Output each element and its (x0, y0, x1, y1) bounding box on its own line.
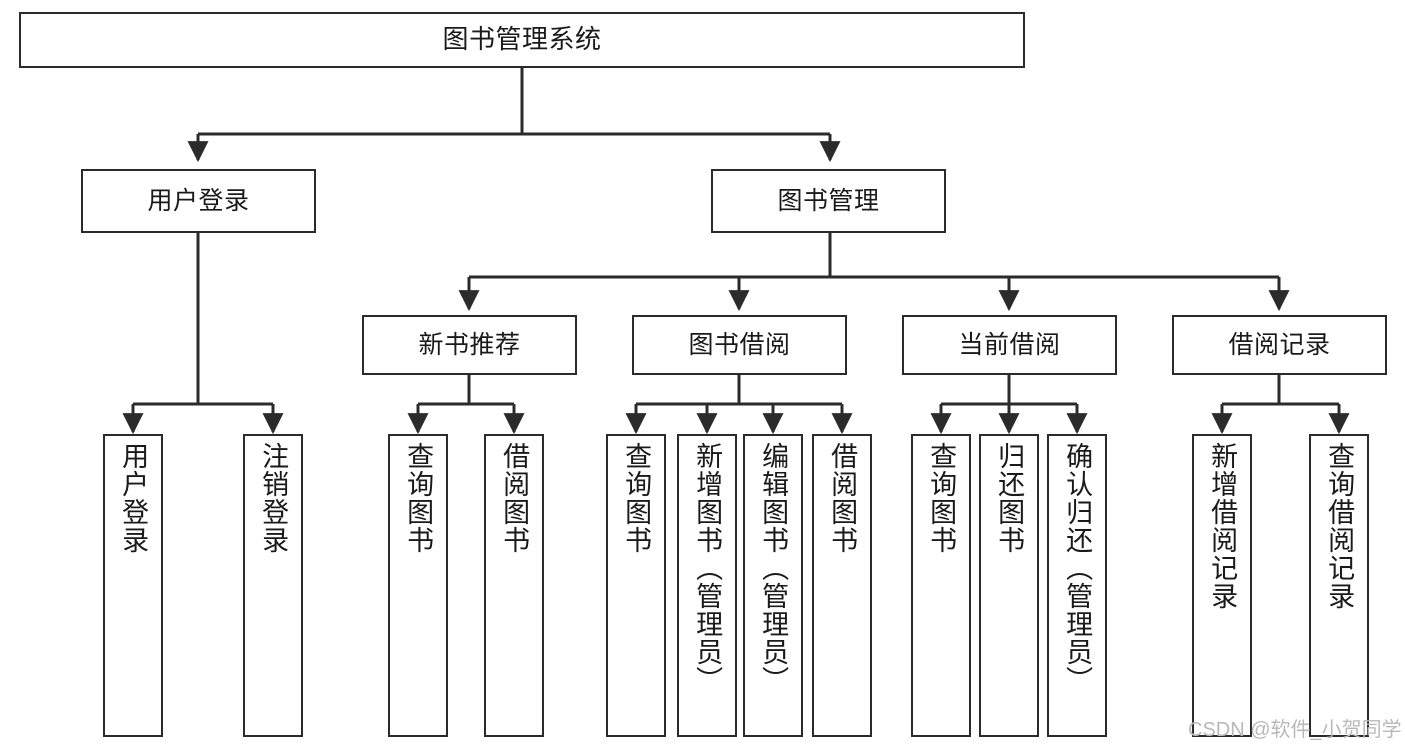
node-new-book-recommend[interactable]: 新书推荐 (362, 315, 577, 375)
node-label: 查询图书 (926, 442, 957, 554)
node-label: 新增借阅记录 (1207, 442, 1238, 610)
node-label: 确认归还（管理员） (1062, 442, 1093, 694)
leaf-borrow-record-query[interactable]: 查询借阅记录 (1309, 434, 1369, 737)
node-label: 用户登录 (118, 442, 149, 554)
leaf-book-borrow-query[interactable]: 查询图书 (606, 434, 666, 737)
leaf-new-book-query[interactable]: 查询图书 (388, 434, 448, 737)
node-label: 图书管理系统 (442, 24, 602, 55)
node-root-system[interactable]: 图书管理系统 (19, 12, 1025, 68)
node-label: 新增图书（管理员） (692, 442, 723, 694)
leaf-book-borrow-edit[interactable]: 编辑图书（管理员） (743, 434, 803, 737)
leaf-borrow-record-add[interactable]: 新增借阅记录 (1192, 434, 1252, 737)
leaf-user-login-signout[interactable]: 注销登录 (243, 434, 303, 737)
node-label: 编辑图书（管理员） (758, 442, 789, 694)
node-label: 图书管理 (777, 187, 880, 215)
node-borrow-record[interactable]: 借阅记录 (1172, 315, 1387, 375)
node-label: 借阅记录 (1228, 331, 1331, 359)
node-label: 借阅图书 (499, 442, 530, 554)
node-label: 注销登录 (258, 442, 289, 554)
node-label: 借阅图书 (827, 442, 858, 554)
node-user-login[interactable]: 用户登录 (81, 169, 316, 233)
node-label: 用户登录 (147, 187, 250, 215)
leaf-new-book-borrow[interactable]: 借阅图书 (484, 434, 544, 737)
leaf-book-borrow-lend[interactable]: 借阅图书 (812, 434, 872, 737)
leaf-current-borrow-return[interactable]: 归还图书 (979, 434, 1039, 737)
node-label: 查询图书 (621, 442, 652, 554)
node-label: 查询借阅记录 (1324, 442, 1355, 610)
leaf-current-borrow-query[interactable]: 查询图书 (911, 434, 971, 737)
leaf-user-login-signin[interactable]: 用户登录 (103, 434, 163, 737)
node-label: 图书借阅 (688, 331, 791, 359)
node-book-management[interactable]: 图书管理 (711, 169, 946, 233)
node-book-borrow[interactable]: 图书借阅 (632, 315, 847, 375)
node-label: 归还图书 (994, 442, 1025, 554)
leaf-book-borrow-add[interactable]: 新增图书（管理员） (677, 434, 737, 737)
node-current-borrow[interactable]: 当前借阅 (902, 315, 1117, 375)
node-label: 当前借阅 (958, 331, 1061, 359)
node-label: 查询图书 (403, 442, 434, 554)
node-label: 新书推荐 (418, 331, 521, 359)
leaf-current-borrow-confirm-return[interactable]: 确认归还（管理员） (1047, 434, 1107, 737)
csdn-watermark: CSDN @软件_小贺同学 (1188, 719, 1402, 741)
